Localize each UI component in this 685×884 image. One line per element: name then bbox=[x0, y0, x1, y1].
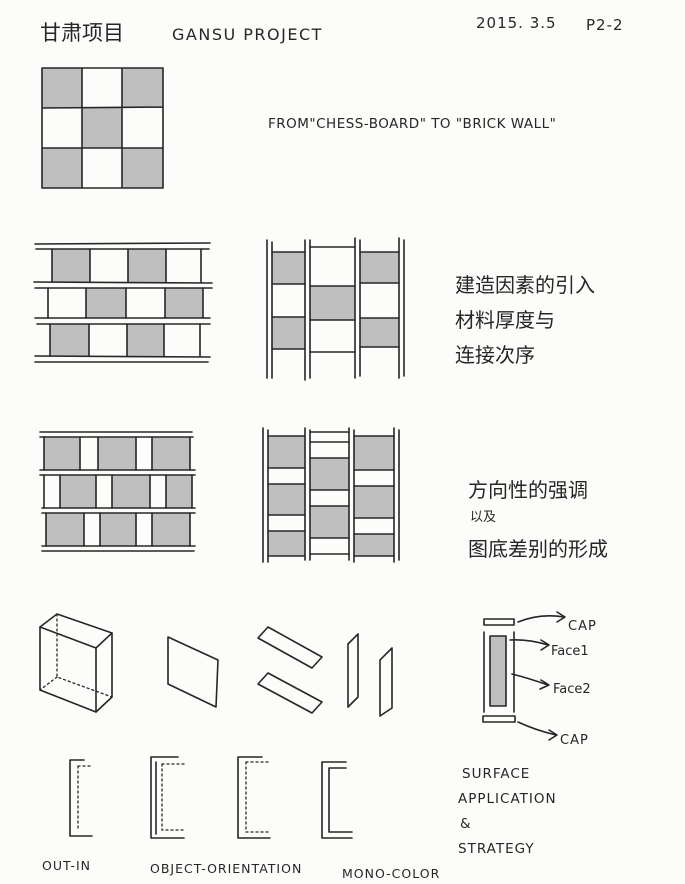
out-in-label: OUT-IN bbox=[42, 858, 91, 873]
chess-cell-shaded bbox=[42, 68, 82, 108]
direction-note-line: 图底差别的形成 bbox=[468, 537, 608, 561]
brick-shaded bbox=[272, 252, 305, 284]
brick-shaded bbox=[60, 475, 96, 508]
object-orientation-label: OBJECT-ORIENTATION bbox=[150, 861, 302, 876]
bracket-profile bbox=[70, 760, 92, 836]
brick-wall-vertical-sketch bbox=[267, 238, 404, 380]
diagonal-strips-sketch bbox=[258, 627, 322, 713]
page-number: P2-2 bbox=[586, 16, 624, 34]
project-title-english: GANSU PROJECT bbox=[172, 25, 323, 44]
box-front-face bbox=[40, 627, 96, 712]
chess-cell-shaded bbox=[42, 148, 82, 188]
bracket-labels: OUT-IN OBJECT-ORIENTATION MONO-COLOR bbox=[42, 858, 440, 881]
brick-shaded bbox=[46, 513, 84, 546]
face-1-label: Face1 bbox=[551, 644, 589, 659]
brick-wall-vertical-dense-sketch bbox=[263, 428, 399, 562]
project-title-chinese: 甘肃项目 bbox=[40, 21, 124, 45]
brick-wall-horizontal-dense-sketch bbox=[40, 432, 195, 551]
brick-shaded bbox=[128, 249, 166, 282]
chessboard-caption: FROM"CHESS-BOARD" TO "BRICK WALL" bbox=[268, 116, 556, 132]
vertical-strips-sketch bbox=[348, 634, 392, 716]
brick-shaded bbox=[112, 475, 150, 508]
strategy-note-line: SURFACE bbox=[462, 766, 530, 782]
bracket-profile bbox=[322, 762, 352, 838]
strategy-note-line: STRATEGY bbox=[458, 841, 535, 857]
surface-layer-section: CAP Face1 Face2 CAP bbox=[483, 612, 597, 748]
brick-shaded bbox=[86, 288, 126, 318]
brick-shaded bbox=[166, 475, 192, 508]
box-hidden-edges bbox=[40, 614, 112, 697]
face-core-shaded bbox=[490, 636, 506, 706]
strategy-note-line: APPLICATION bbox=[458, 791, 557, 807]
diagonal-strip bbox=[258, 627, 322, 668]
bracket-hidden-line bbox=[162, 764, 184, 830]
brick-shaded bbox=[98, 437, 136, 470]
diagonal-strip bbox=[258, 673, 322, 713]
brick-shaded bbox=[268, 484, 305, 515]
brick-shaded bbox=[152, 513, 190, 546]
bracket-profile bbox=[238, 757, 270, 838]
strategy-note-line: & bbox=[460, 816, 471, 832]
chess-cell-shaded bbox=[122, 148, 163, 188]
brick-shaded bbox=[52, 249, 90, 282]
face-2-label: Face2 bbox=[553, 682, 591, 697]
brick-shaded bbox=[310, 458, 349, 490]
brick-shaded bbox=[165, 288, 203, 318]
chessboard-sketch bbox=[42, 68, 163, 188]
cap-bottom-profile bbox=[483, 716, 515, 722]
flat-panel-sketch bbox=[168, 637, 218, 707]
page-header: 甘肃项目 GANSU PROJECT 2015. 3.5 P2-2 bbox=[40, 14, 624, 45]
cap-top-profile bbox=[484, 619, 514, 625]
brick-shaded bbox=[360, 252, 399, 283]
brick-shaded bbox=[354, 486, 394, 518]
chess-cell-shaded bbox=[82, 108, 122, 148]
bracket-object-orientation-a bbox=[151, 757, 184, 838]
brick-shaded bbox=[310, 506, 349, 538]
cap-top-label: CAP bbox=[568, 619, 597, 634]
brick-shaded bbox=[50, 324, 89, 356]
bracket-inner-line bbox=[329, 768, 352, 832]
arrow-icon bbox=[510, 640, 549, 650]
bracket-out-in bbox=[70, 760, 92, 836]
direction-note-line: 以及 bbox=[470, 510, 496, 525]
direction-note-line: 方向性的强调 bbox=[468, 478, 588, 502]
brick-shaded bbox=[272, 317, 305, 349]
brick-shaded bbox=[127, 324, 164, 356]
bracket-hidden-line bbox=[246, 762, 270, 832]
construction-note-line: 建造因素的引入 bbox=[455, 273, 595, 297]
construction-note-line: 连接次序 bbox=[455, 343, 535, 367]
arrow-icon bbox=[518, 612, 565, 622]
vertical-strip bbox=[380, 648, 392, 716]
bracket-object-orientation-b bbox=[238, 757, 270, 838]
vertical-strip bbox=[348, 634, 358, 707]
direction-note: 方向性的强调 以及 图底差别的形成 bbox=[468, 478, 608, 561]
brick-shaded bbox=[268, 531, 305, 556]
chess-cell-shaded bbox=[122, 68, 163, 108]
cap-bottom-label: CAP bbox=[560, 733, 589, 748]
brick-shaded bbox=[268, 436, 305, 468]
arrow-icon bbox=[518, 722, 557, 740]
out-in-box-sketch bbox=[40, 614, 112, 712]
brick-shaded bbox=[354, 534, 394, 556]
brick-shaded bbox=[44, 437, 80, 470]
brick-shaded bbox=[100, 513, 136, 546]
sketch-date: 2015. 3.5 bbox=[476, 14, 557, 32]
bracket-mono-color bbox=[322, 762, 352, 838]
construction-note: 建造因素的引入 材料厚度与 连接次序 bbox=[455, 273, 595, 367]
bracket-hidden-line bbox=[78, 766, 92, 830]
construction-note-line: 材料厚度与 bbox=[455, 308, 555, 332]
arrow-icon bbox=[512, 674, 549, 689]
strategy-note: SURFACE APPLICATION & STRATEGY bbox=[458, 766, 557, 857]
brick-shaded bbox=[360, 318, 399, 347]
brick-wall-horizontal-sketch bbox=[34, 243, 212, 362]
mono-color-label: MONO-COLOR bbox=[342, 866, 440, 881]
brick-shaded bbox=[152, 437, 190, 470]
brick-shaded bbox=[310, 286, 355, 320]
brick-shaded bbox=[354, 436, 394, 470]
